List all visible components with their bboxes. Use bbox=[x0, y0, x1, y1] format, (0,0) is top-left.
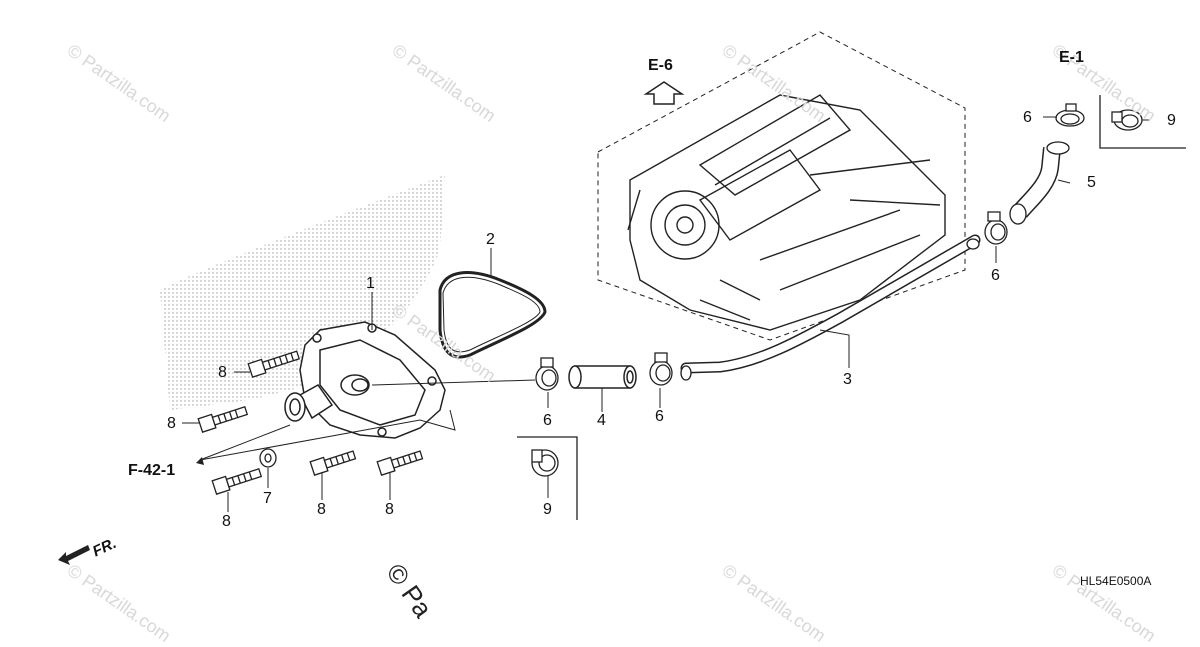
parts-diagram bbox=[58, 31, 1186, 565]
leader-lines bbox=[182, 116, 1150, 512]
engine-case bbox=[627, 94, 946, 331]
callout-8: 8 bbox=[222, 513, 231, 530]
f421-arrow-icon bbox=[196, 457, 204, 465]
hose-clamps bbox=[535, 103, 1085, 391]
ref-e1: E-1 bbox=[1059, 49, 1084, 66]
callout-8: 8 bbox=[317, 501, 326, 518]
callout-8: 8 bbox=[167, 415, 176, 432]
callout-9: 9 bbox=[1167, 112, 1176, 129]
front-arrow-icon bbox=[58, 545, 90, 565]
o-ring-gasket bbox=[438, 271, 547, 359]
callout-6: 6 bbox=[1023, 109, 1032, 126]
bolts bbox=[197, 350, 424, 495]
callout-3: 3 bbox=[843, 371, 852, 388]
engine-silhouette bbox=[160, 175, 445, 410]
callout-7: 7 bbox=[263, 490, 272, 507]
callout-1: 1 bbox=[366, 275, 375, 292]
engine-case-outline bbox=[597, 31, 966, 341]
callout-9: 9 bbox=[543, 501, 552, 518]
clamp-inset-left bbox=[517, 436, 578, 520]
callout-8: 8 bbox=[385, 501, 394, 518]
callout-6: 6 bbox=[655, 408, 664, 425]
washer bbox=[259, 448, 277, 468]
ref-f421: F-42-1 bbox=[128, 462, 176, 479]
callout-2: 2 bbox=[486, 231, 495, 248]
ref-e6: E-6 bbox=[648, 57, 673, 74]
callout-8: 8 bbox=[218, 364, 227, 381]
callout-4: 4 bbox=[597, 412, 606, 429]
callout-6: 6 bbox=[991, 267, 1000, 284]
callout-6: 6 bbox=[543, 412, 552, 429]
callout-5: 5 bbox=[1087, 174, 1096, 191]
e6-arrow-icon bbox=[643, 81, 685, 105]
clamp-inset-right bbox=[1099, 95, 1186, 149]
water-pump-cover bbox=[284, 321, 446, 439]
diagram-code: HL54E0500A bbox=[1080, 574, 1152, 588]
hose-short bbox=[568, 365, 637, 389]
